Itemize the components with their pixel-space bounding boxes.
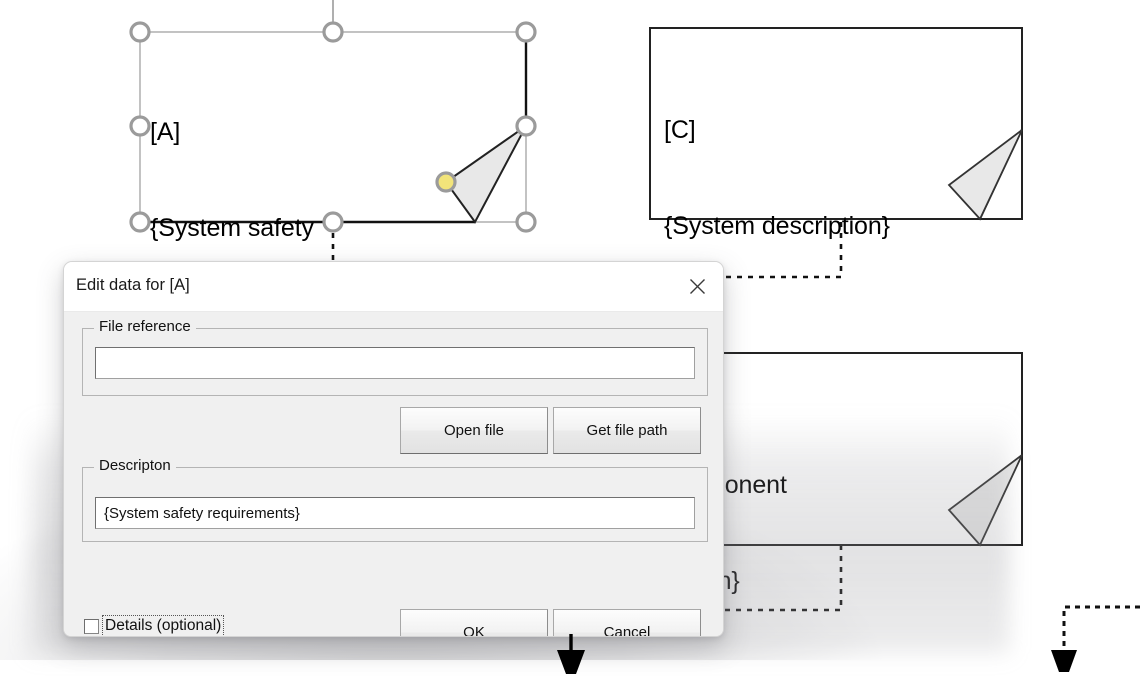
shape-a-system-safety-requirements[interactable] [139, 0, 528, 224]
description-input[interactable]: {System safety requirements} [95, 497, 695, 529]
file-reference-input[interactable] [95, 347, 695, 379]
handle-middle-left [129, 115, 151, 137]
handle-bottom-right [515, 211, 537, 233]
open-file-button[interactable]: Open file [400, 407, 548, 454]
connector-c-down-left[interactable] [495, 222, 843, 279]
get-file-path-button[interactable]: Get file path [553, 407, 701, 454]
shape-c-label: [C] {System description} [664, 50, 890, 306]
shape-a-flag-marker [444, 125, 527, 224]
file-reference-groupbox: File reference [82, 318, 708, 396]
handle-middle-right [515, 115, 537, 137]
shape-c-system-description[interactable] [649, 27, 1023, 221]
handle-top-left [129, 21, 151, 43]
details-checkbox-label: Details (optional) [101, 615, 225, 636]
connector-d-down[interactable] [724, 545, 843, 612]
shape-a-line2: {System safety [150, 214, 314, 242]
handle-bottom-left [129, 211, 151, 233]
connector-right-dashed-arrow[interactable] [1051, 605, 1140, 672]
shape-d-flag-marker [947, 454, 1023, 547]
handle-adjust-yellow [435, 171, 457, 193]
shape-c-line2: {System description} [664, 212, 890, 240]
dialog-body: File reference Open file Get file path D… [64, 312, 723, 636]
dialog-titlebar[interactable]: Edit data for [A] [64, 262, 723, 312]
details-optional-checkbox[interactable]: Details (optional) [84, 615, 225, 636]
shape-c-flag-marker [947, 129, 1023, 221]
file-reference-legend: File reference [94, 318, 196, 335]
description-groupbox: Descripton [82, 457, 708, 542]
shape-a-line1: [A] [150, 118, 181, 146]
shape-c-line1: [C] [664, 116, 696, 144]
ok-button[interactable]: OK [400, 609, 548, 636]
handle-bottom-center [322, 211, 344, 233]
shape-a-selection-handles[interactable] [129, 21, 537, 233]
description-legend: Descripton [94, 457, 176, 474]
handle-top-right [515, 21, 537, 43]
cancel-button[interactable]: Cancel [553, 609, 701, 636]
close-icon[interactable] [675, 264, 719, 308]
dialog-title: Edit data for [A] [76, 276, 190, 294]
edit-data-dialog[interactable]: Edit data for [A] File reference Open fi… [63, 261, 724, 637]
details-checkbox-box[interactable] [84, 618, 99, 634]
handle-top-center [322, 21, 344, 43]
